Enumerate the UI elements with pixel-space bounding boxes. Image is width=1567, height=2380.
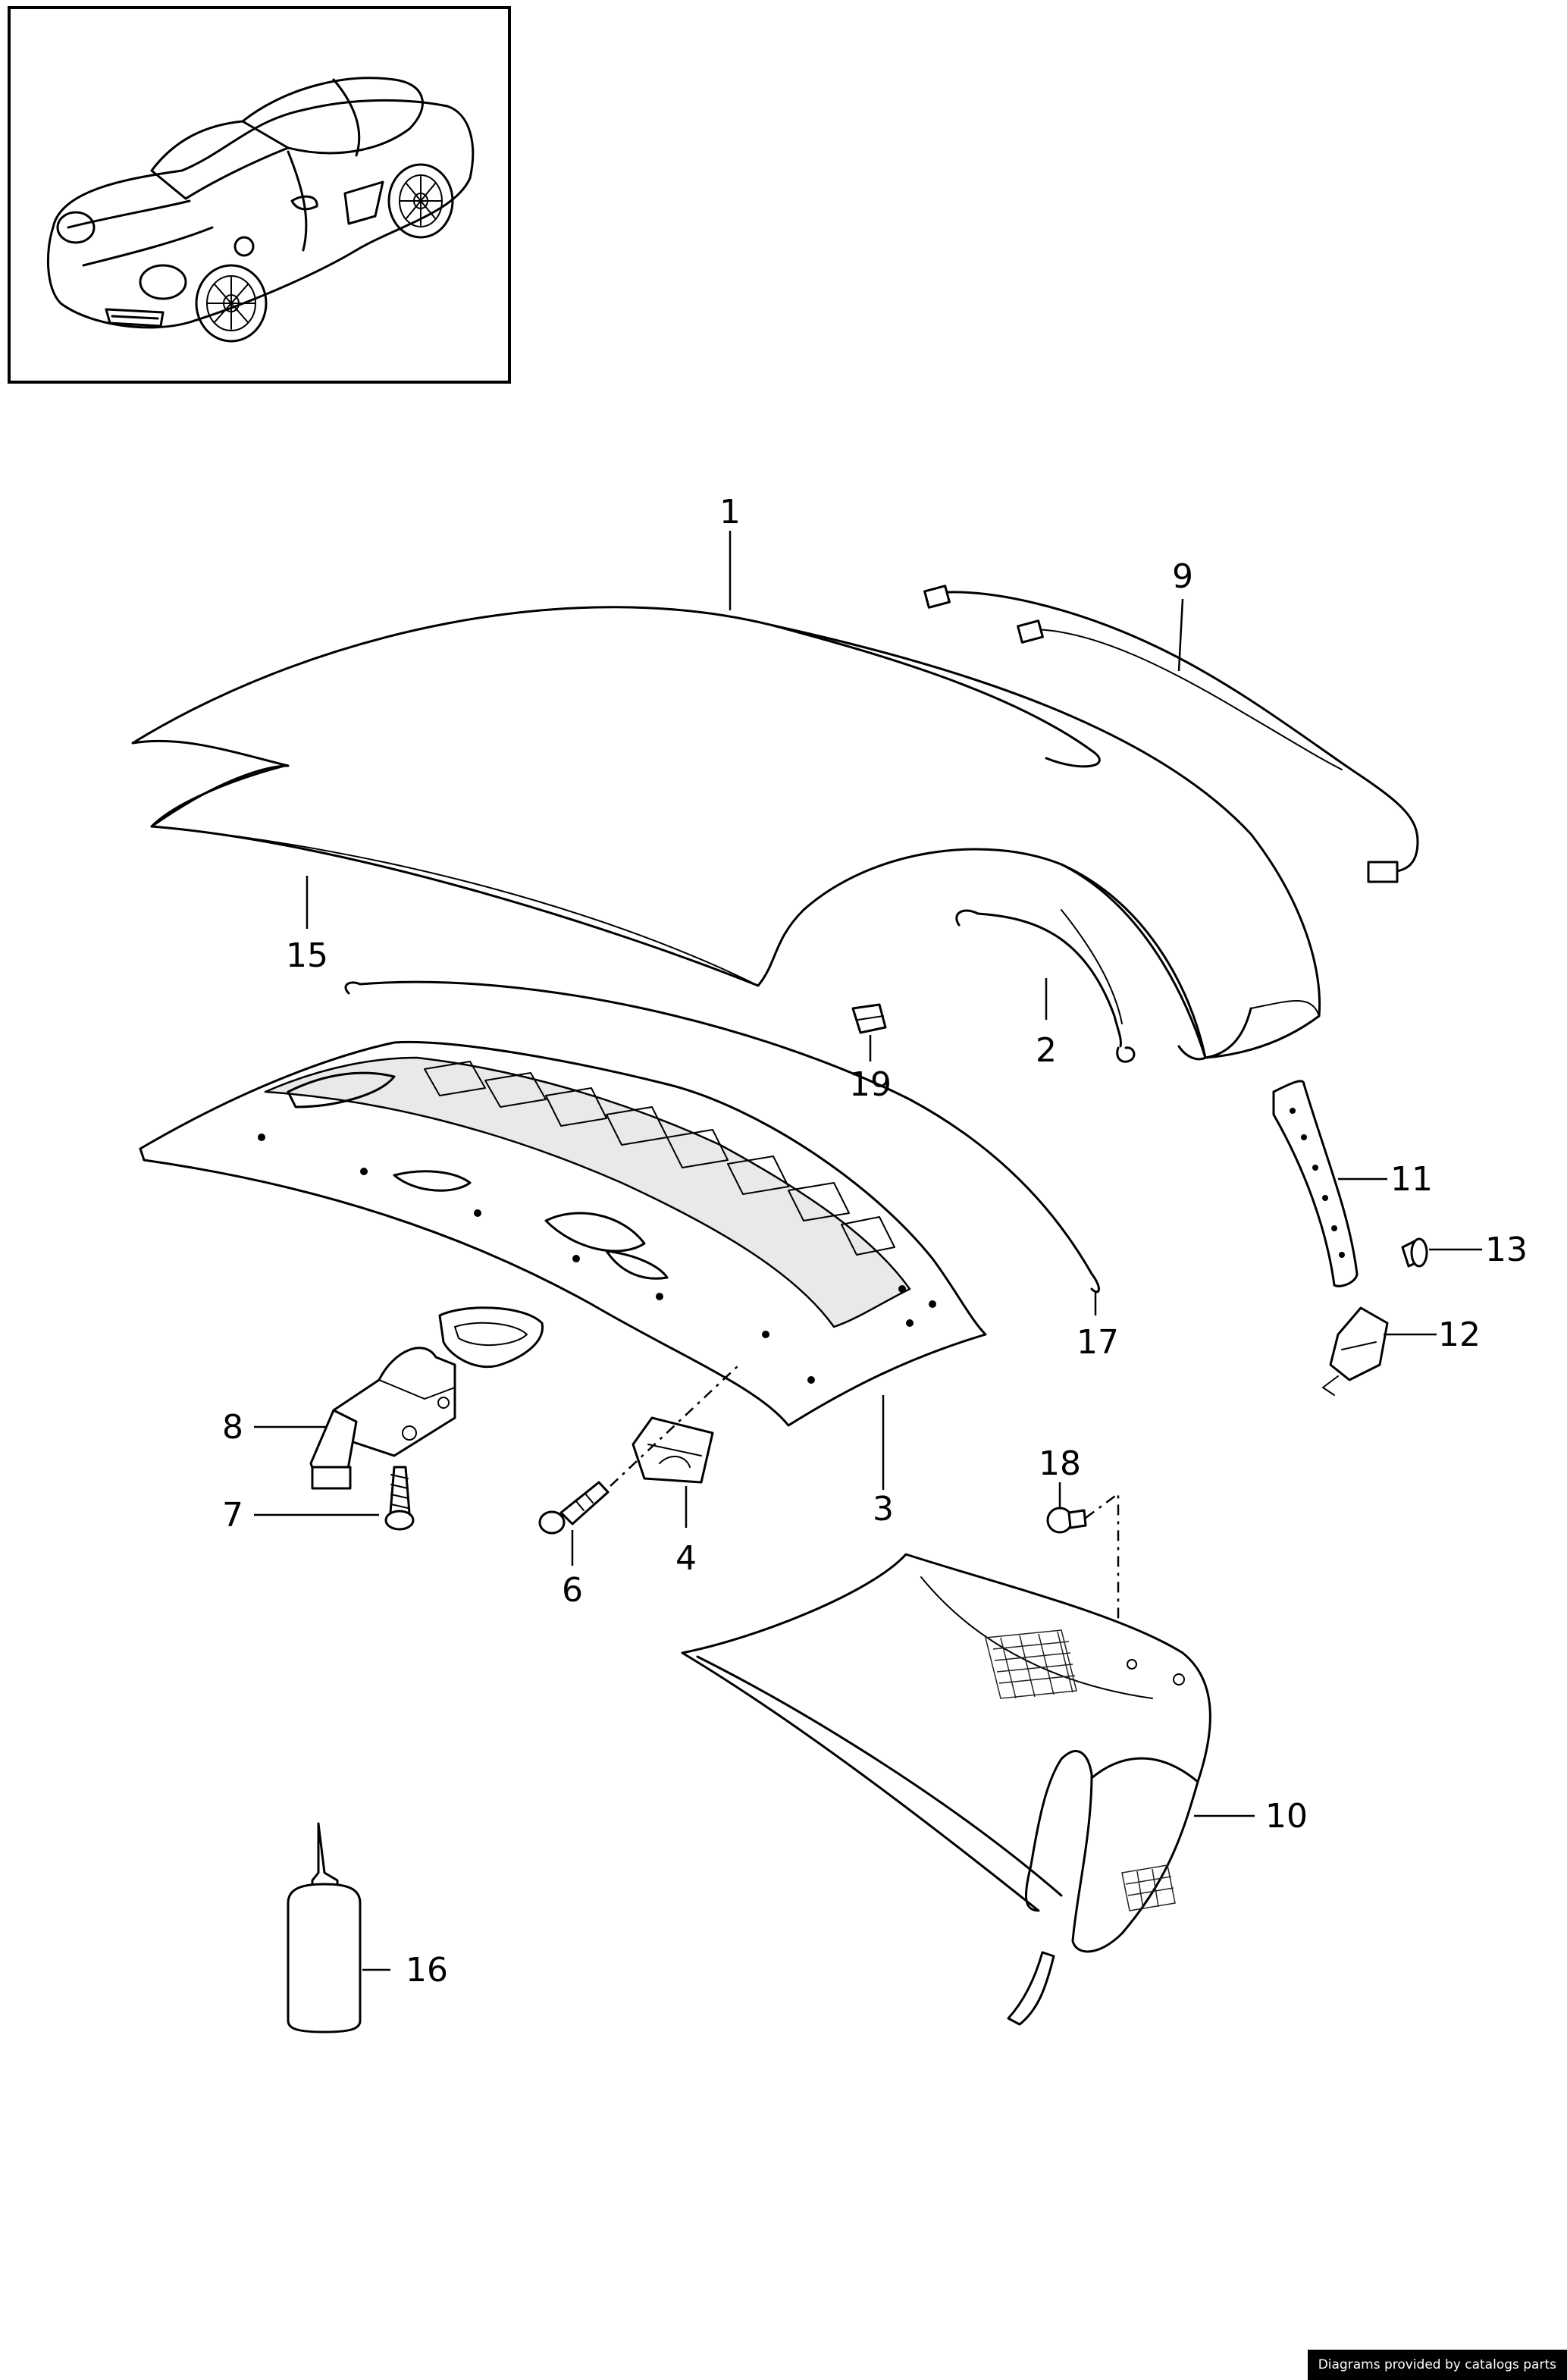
callout-1: 1	[719, 493, 741, 532]
cover-panel-10	[681, 1553, 1255, 2026]
callout-labels: 1 2 3 4 6 7 8 9 10 11 12 13 15 16 17 18 …	[222, 493, 1528, 1990]
callout-6: 6	[562, 1571, 583, 1610]
callout-15: 15	[286, 936, 328, 975]
callout-7: 7	[222, 1496, 243, 1535]
thumb-rear-wheel	[387, 163, 454, 239]
callout-17: 17	[1077, 1323, 1119, 1362]
callout-10: 10	[1265, 1797, 1308, 1836]
car-thumbnail	[8, 6, 511, 384]
callout-2: 2	[1036, 1031, 1057, 1070]
clip-19	[851, 1003, 887, 1061]
main-frame	[139, 1041, 987, 1490]
callout-3: 3	[873, 1490, 894, 1529]
trim-strip-11	[1272, 1080, 1387, 1287]
screw-7	[254, 1466, 415, 1531]
side-seal-cable	[955, 909, 1136, 1063]
thumb-front-wheel	[195, 264, 268, 343]
hinge-bracket-12	[1322, 1306, 1437, 1396]
wiring-harness	[923, 585, 1419, 883]
bracket-4	[632, 1416, 714, 1528]
callout-16: 16	[406, 1951, 448, 1990]
callout-19: 19	[849, 1065, 892, 1104]
adhesive-bottle-16	[287, 1822, 390, 2034]
hardtop-shell	[131, 606, 1321, 1061]
headliner-panel	[150, 764, 309, 929]
fastener-18	[1046, 1482, 1120, 1660]
mesh-patch-lower	[1121, 1864, 1176, 1911]
mesh-patch-upper	[985, 1629, 1077, 1699]
credit-badge: Diagrams provided by catalogs parts	[1307, 2350, 1567, 2380]
callout-9: 9	[1172, 557, 1193, 596]
callout-12: 12	[1438, 1315, 1481, 1354]
callout-11: 11	[1390, 1160, 1433, 1199]
callout-13: 13	[1485, 1231, 1528, 1269]
callout-4: 4	[675, 1539, 697, 1578]
bolt-6	[538, 1364, 740, 1566]
latch-assembly	[254, 1306, 544, 1490]
callout-18: 18	[1039, 1444, 1081, 1483]
callout-8: 8	[222, 1408, 243, 1447]
long-cable	[344, 980, 1100, 1315]
push-clip-13	[1401, 1237, 1482, 1268]
